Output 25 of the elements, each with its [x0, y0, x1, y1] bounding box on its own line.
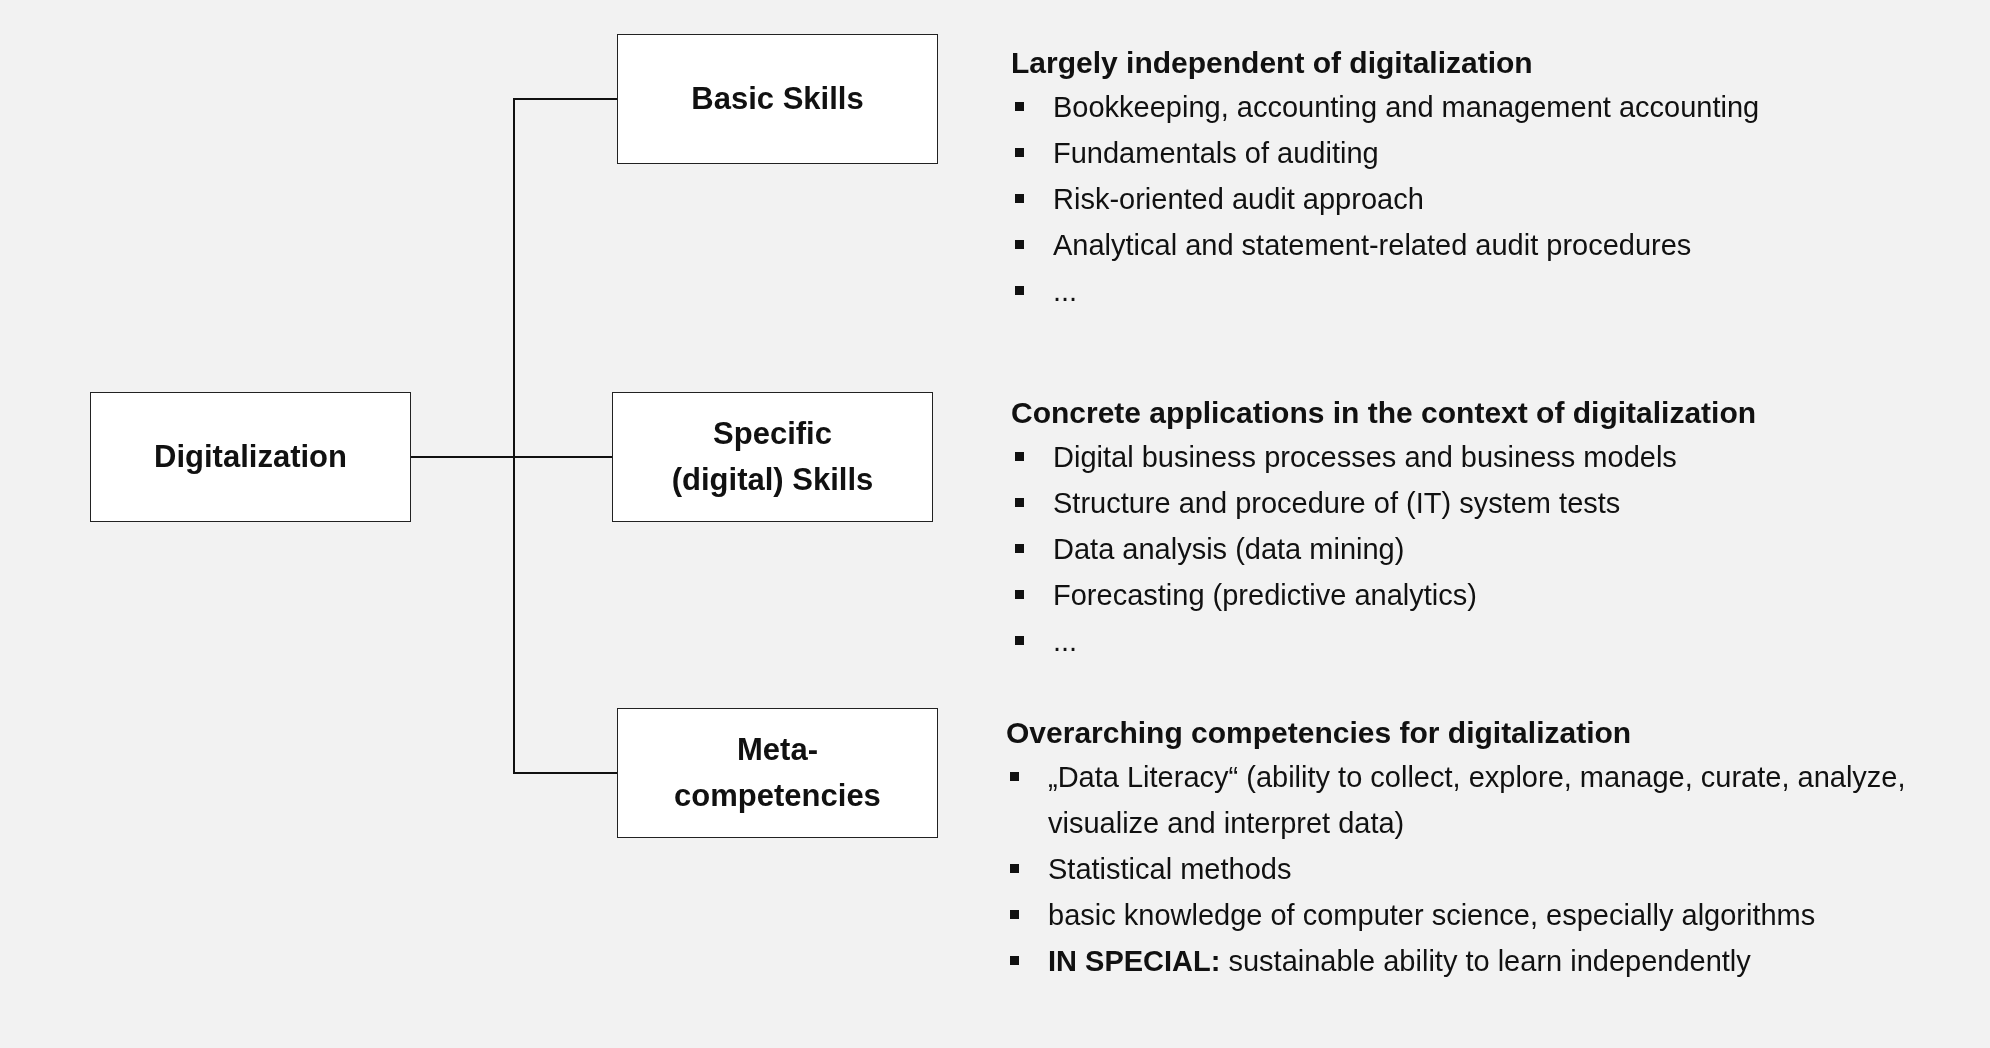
process-box	[612, 392, 933, 522]
bullet-text: Bookkeeping, accounting and management accounting	[1053, 91, 1760, 123]
box-label: Meta-competencies	[673, 730, 882, 815]
bullet-text: IN SPECIAL: sustainable ability to learn independently	[1048, 945, 1751, 977]
bullet-text: Structure and procedure of (IT) system tests	[1053, 487, 1621, 519]
process-box	[90, 392, 411, 522]
bullet-text: „Data Literacy“ (ability to collect, explore, manage, curate, analyze, visualize and interpret data)	[1048, 761, 1906, 839]
bullet-text: basic knowledge of computer science, especially algorithms	[1048, 899, 1816, 931]
bullet-text: Fundamentals of auditing	[1053, 137, 1379, 169]
section-heading: Overarching competencies for digitalization	[1006, 715, 1633, 751]
bullet-text: ...	[1053, 275, 1078, 307]
process-box	[617, 708, 938, 838]
bullet-text: Analytical and statement-related audit procedures	[1053, 229, 1692, 261]
box-label: Basic Skills	[691, 79, 864, 118]
bullet-text: Data analysis (data mining)	[1053, 533, 1405, 565]
box-label: Digitalization	[154, 437, 347, 476]
process-box	[617, 34, 938, 164]
bullet-text: Risk-oriented audit approach	[1053, 183, 1424, 215]
bullet-text: Digital business processes and business models	[1053, 441, 1677, 473]
bullet-text: Statistical methods	[1048, 853, 1292, 885]
section-heading: Concrete applications in the context of digitalization	[1011, 395, 1758, 431]
bullet-text: ...	[1053, 625, 1078, 657]
box-label: Specific (digital) Skills	[670, 414, 875, 499]
section-heading: Largely independent of digitalization	[1011, 45, 1534, 81]
bullet-text: Forecasting (predictive analytics)	[1053, 579, 1477, 611]
